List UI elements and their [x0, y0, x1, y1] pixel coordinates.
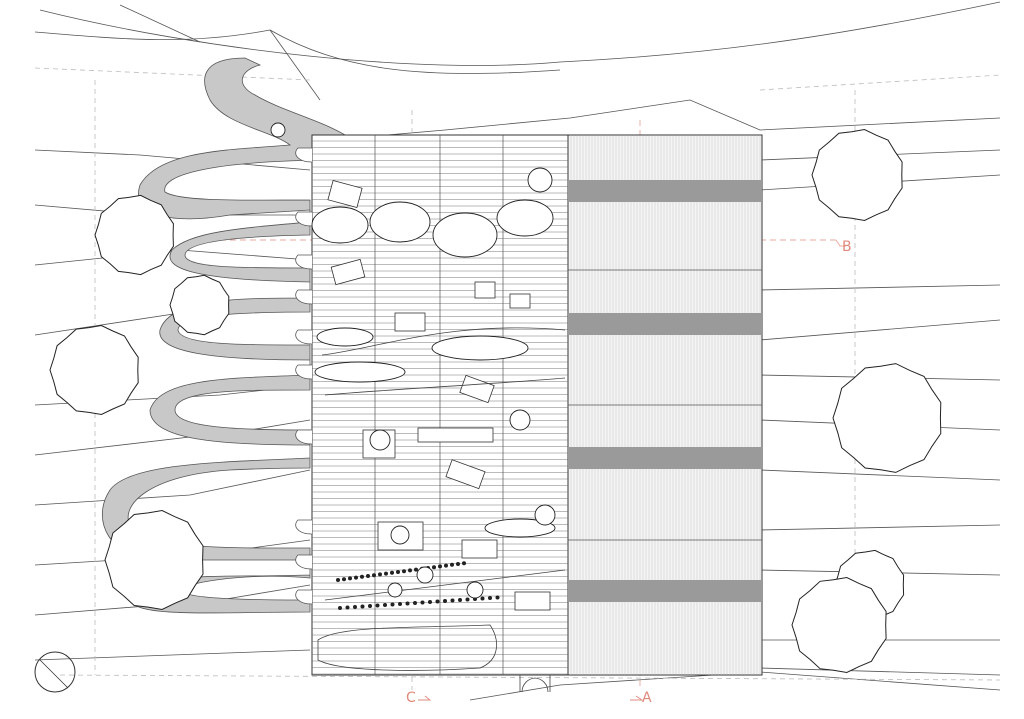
site-trees	[49, 128, 942, 674]
section-marker-c: C	[406, 690, 432, 706]
north-circle	[34, 651, 76, 693]
winding-ramp-path	[101, 57, 346, 614]
section-marker-a: A	[630, 690, 652, 706]
roof-small-trees	[270, 122, 556, 599]
section-marker-b: B	[835, 239, 852, 255]
section-label-b: B	[842, 239, 852, 255]
entry-door-symbol	[519, 675, 551, 693]
roof-dark-bands	[568, 180, 762, 602]
section-label-a: A	[642, 690, 652, 706]
roof-garden	[270, 122, 566, 671]
section-label-c: C	[406, 690, 416, 706]
